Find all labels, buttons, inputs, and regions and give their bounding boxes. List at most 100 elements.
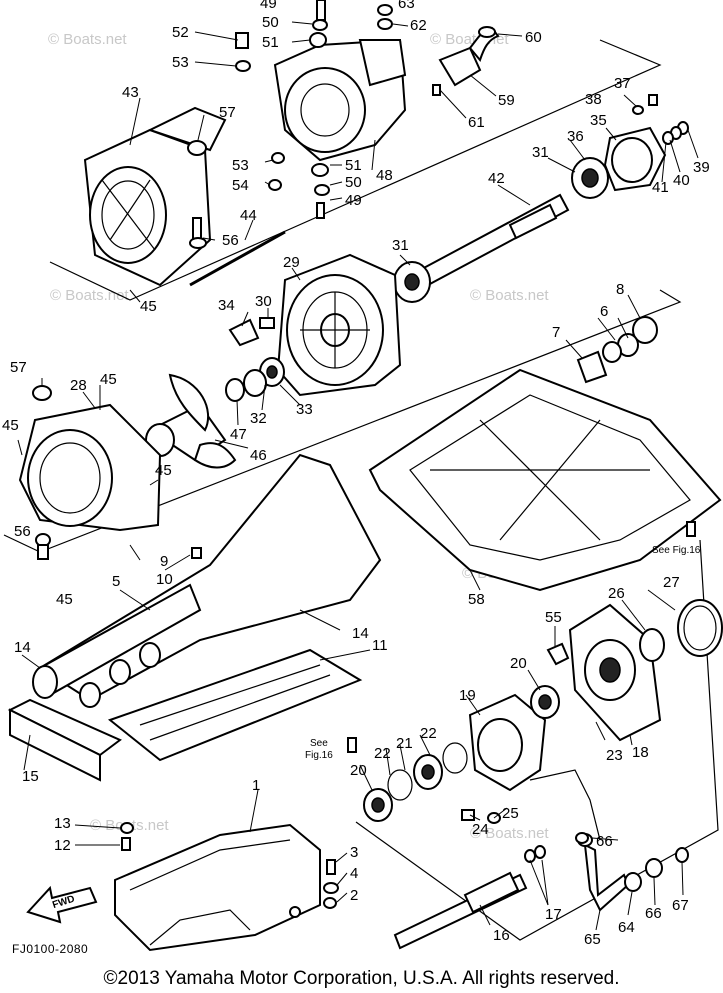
intake-housing-43 — [83, 106, 227, 287]
callout-19: 19 — [459, 687, 476, 704]
callout-35: 35 — [590, 112, 607, 129]
callout-60: 60 — [525, 29, 542, 46]
callout-29: 29 — [283, 254, 300, 271]
callout-65: 65 — [584, 931, 601, 948]
callout-20: 20 — [510, 655, 527, 672]
callout-12: 12 — [54, 837, 71, 854]
ride-plate-11 — [107, 648, 363, 762]
nozzle-18 — [568, 603, 662, 742]
callout-45d: 45 — [155, 462, 172, 479]
callout-51b: 51 — [345, 157, 362, 174]
callout-3: 3 — [350, 844, 358, 861]
watermark: © Boats.net — [470, 287, 549, 304]
callout-39: 39 — [693, 159, 710, 176]
callout-54: 54 — [232, 177, 249, 194]
callout-59: 59 — [498, 92, 515, 109]
pump-duct-5 — [32, 453, 382, 708]
callout-23: 23 — [606, 747, 623, 764]
callout-64: 64 — [618, 919, 635, 936]
callout-labels: 49 63 52 50 62 60 51 53 59 61 37 38 35 4… — [2, 0, 710, 948]
figure-code: FJ0100-2080 — [12, 942, 89, 956]
watermark: © Boats.net — [470, 825, 549, 842]
callout-45e: 45 — [56, 591, 73, 608]
callout-26: 26 — [608, 585, 625, 602]
see-fig-references: See Fig.16 See Fig.16 — [305, 545, 701, 761]
callout-8: 8 — [616, 281, 624, 298]
callout-32: 32 — [250, 410, 267, 427]
callout-53b: 53 — [232, 157, 249, 174]
callout-45b: 45 — [100, 371, 117, 388]
callout-62: 62 — [410, 17, 427, 34]
callout-41: 41 — [652, 179, 669, 196]
callout-7: 7 — [552, 324, 560, 341]
callout-44: 44 — [240, 207, 257, 224]
callout-17: 17 — [545, 906, 562, 923]
middle-frame-line — [3, 289, 682, 553]
see-fig-inline: See Fig.16 — [652, 545, 701, 556]
callout-1: 1 — [252, 777, 260, 794]
bearings-20-21-22 — [363, 742, 468, 822]
callout-38: 38 — [585, 91, 602, 108]
callout-2: 2 — [350, 887, 358, 904]
copyright-notice: ©2013 Yamaha Motor Corporation, U.S.A. A… — [103, 968, 620, 989]
callout-49b: 49 — [345, 192, 362, 209]
callout-15: 15 — [22, 768, 39, 785]
callout-14b: 14 — [352, 625, 369, 642]
callout-48: 48 — [376, 167, 393, 184]
callout-66: 66 — [596, 833, 613, 850]
callout-51: 51 — [262, 34, 279, 51]
callout-52: 52 — [172, 24, 189, 41]
callout-34: 34 — [218, 297, 235, 314]
callout-31: 31 — [532, 144, 549, 161]
callout-11: 11 — [372, 637, 388, 654]
callout-67: 67 — [672, 897, 689, 914]
callout-10: 10 — [156, 571, 173, 588]
plate-15 — [7, 698, 122, 782]
callout-43: 43 — [122, 84, 139, 101]
callout-6: 6 — [600, 303, 608, 320]
callout-25: 25 — [502, 805, 519, 822]
callout-31b: 31 — [392, 237, 409, 254]
callout-53: 53 — [172, 54, 189, 71]
callout-36: 36 — [567, 128, 584, 145]
watermark: © Boats.net — [430, 31, 509, 48]
impeller-46 — [145, 373, 237, 469]
callout-50b: 50 — [345, 174, 362, 191]
bearing-housing-35 — [571, 126, 667, 199]
shaft-16 — [393, 845, 546, 950]
callout-49: 49 — [260, 0, 277, 12]
bushings-6-7-8 — [576, 316, 658, 384]
callout-24: 24 — [472, 821, 489, 838]
callout-63: 63 — [398, 0, 415, 12]
callout-28: 28 — [70, 377, 87, 394]
callout-21: 21 — [396, 735, 413, 752]
long-bolt-44 — [189, 230, 286, 287]
callout-4: 4 — [350, 865, 358, 882]
pump-cover-1 — [114, 823, 321, 952]
forward-arrow: FWD — [26, 885, 98, 924]
callout-9: 9 — [160, 553, 168, 570]
callout-22b: 22 — [374, 745, 391, 762]
callout-45c: 45 — [2, 417, 19, 434]
callout-55: 55 — [545, 609, 562, 626]
callout-33: 33 — [296, 401, 313, 418]
callout-57b: 57 — [10, 359, 27, 376]
pump-cover-48 — [273, 38, 407, 162]
callout-20b: 20 — [350, 762, 367, 779]
callout-27: 27 — [663, 574, 680, 591]
callout-22: 22 — [420, 725, 437, 742]
see-label: See — [310, 738, 328, 749]
watermark: © Boats.net — [48, 31, 127, 48]
hull-frame-58 — [368, 368, 722, 592]
steering-housing-19 — [468, 685, 560, 792]
callout-18: 18 — [632, 744, 649, 761]
callout-47: 47 — [230, 426, 247, 443]
callout-56: 56 — [222, 232, 239, 249]
callout-50: 50 — [262, 14, 279, 31]
callout-13: 13 — [54, 815, 71, 832]
callout-14: 14 — [14, 639, 31, 656]
callout-61: 61 — [468, 114, 485, 131]
callout-30: 30 — [255, 293, 272, 310]
callout-40: 40 — [673, 172, 690, 189]
